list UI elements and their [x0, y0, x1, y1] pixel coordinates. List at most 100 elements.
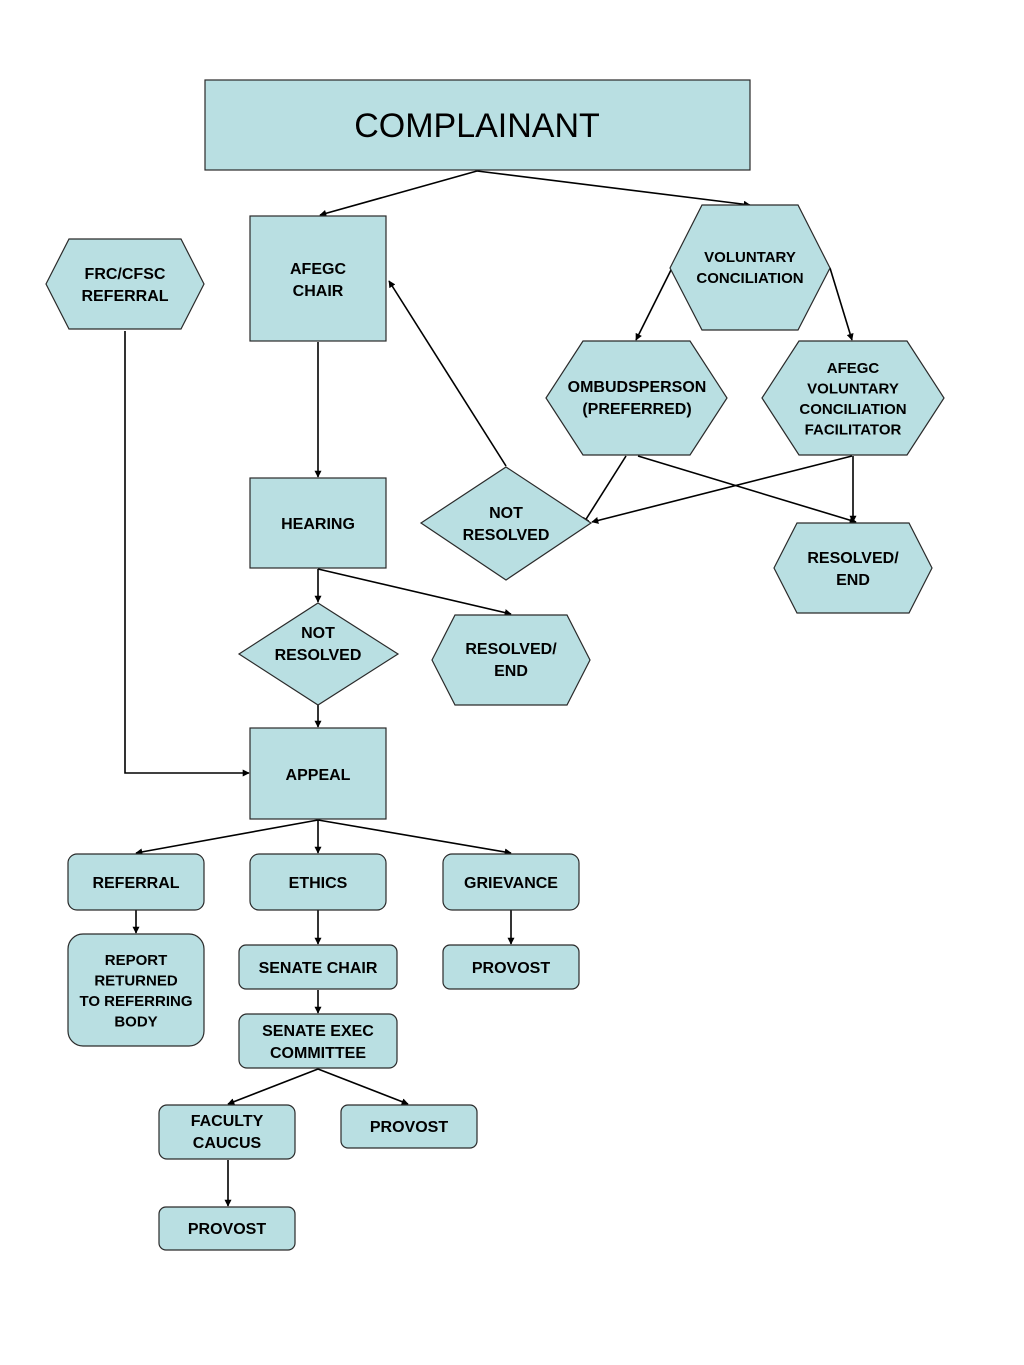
node-complainant-label: COMPLAINANT: [354, 107, 600, 145]
node-label-line: APPEAL: [286, 767, 351, 784]
node-label-line: FACULTY: [191, 1113, 264, 1130]
node-senate-chair-label: SENATE CHAIR: [259, 960, 378, 977]
node-referral-shape: [67, 853, 205, 911]
node-afegc-chair-shape: [249, 215, 387, 342]
node-label-line: CONCILIATION: [799, 401, 906, 418]
edge-appeal-to-grievance: [317, 819, 512, 856]
node-label-line: ETHICS: [289, 875, 348, 892]
node-label-line: END: [836, 572, 870, 589]
node-ombudsperson-label: OMBUDSPERSON (PREFERRED): [568, 379, 707, 418]
node-label-line: PROVOST: [188, 1221, 266, 1238]
node-referral: REFERRAL: [67, 853, 205, 911]
node-label-line: VOLUNTARY: [704, 249, 796, 266]
node-label-line: VOLUNTARY: [807, 381, 899, 398]
node-ombudsperson: OMBUDSPERSON (PREFERRED): [545, 340, 728, 456]
node-ethics-label: ETHICS: [289, 875, 348, 892]
node-ombudsperson-shape: [545, 340, 728, 456]
node-label-line: BODY: [114, 1014, 157, 1031]
node-provost-senate-label: PROVOST: [370, 1119, 448, 1136]
node-hearing-label: HEARING: [281, 516, 355, 533]
node-grievance: GRIEVANCE: [442, 853, 580, 911]
node-resolved-end-hearing: RESOLVED/END: [431, 614, 591, 706]
node-not-resolved-hearing-shape: [237, 602, 400, 706]
node-grievance-shape: [442, 853, 580, 911]
edge-hearing-to-resolved-end: [317, 568, 512, 616]
edge-not-resolved-to-afegc-chair: [388, 280, 507, 467]
edge-appeal-to-referral: [135, 819, 319, 856]
edge-ombudsperson-to-not-resolved: [582, 455, 627, 525]
node-afegc-facilitator-shape: [761, 340, 945, 456]
node-resolved-end-conciliation-label: RESOLVED/END: [807, 550, 899, 589]
node-label-line: AFEGC: [290, 261, 346, 278]
node-provost-senate-shape: [340, 1104, 478, 1149]
node-label-line: NOT: [489, 505, 523, 522]
node-label-line: SENATE CHAIR: [259, 960, 378, 977]
node-faculty-caucus-label: FACULTY CAUCUS: [191, 1113, 264, 1152]
node-ethics: ETHICS: [249, 853, 387, 911]
node-label-line: COMMITTEE: [270, 1045, 366, 1062]
node-label-line: CAUCUS: [193, 1135, 262, 1152]
node-senate-exec-committee-shape: [238, 1013, 398, 1069]
node-referral-label: REFERRAL: [92, 875, 179, 892]
node-faculty-caucus: FACULTY CAUCUS: [158, 1104, 296, 1160]
node-label-line: (PREFERRED): [582, 401, 691, 418]
node-provost-grievance-label: PROVOST: [472, 960, 550, 977]
node-label-line: REPORT: [105, 952, 168, 969]
node-appeal-label: APPEAL: [286, 767, 351, 784]
node-grievance-label: GRIEVANCE: [464, 875, 558, 892]
node-label-line: FRC/CFSC: [85, 266, 166, 283]
node-label-line: HEARING: [281, 516, 355, 533]
node-label-line: RESOLVED: [275, 647, 362, 664]
node-provost-grievance-shape: [442, 944, 580, 990]
node-senate-chair: SENATE CHAIR: [238, 944, 398, 990]
node-label-line: OMBUDSPERSON: [568, 379, 707, 396]
node-not-resolved-conciliation-label: NOT RESOLVED: [463, 505, 550, 544]
node-appeal-shape: [249, 727, 387, 820]
node-resolved-end-hearing-shape: [431, 614, 591, 706]
node-resolved-end-hearing-label: RESOLVED/END: [465, 641, 557, 680]
node-provost-caucus-shape: [158, 1206, 296, 1251]
node-label-line: REFERRAL: [92, 875, 179, 892]
edge-complainant-to-voluntary-conciliation: [476, 170, 751, 208]
node-label-line: END: [494, 663, 528, 680]
node-hearing-shape: [249, 477, 387, 569]
node-complainant-shape: [204, 79, 751, 171]
node-complainant: COMPLAINANT: [204, 79, 751, 171]
node-ethics-shape: [249, 853, 387, 911]
node-label-line: NOT: [301, 625, 335, 642]
node-resolved-end-conciliation: RESOLVED/END: [773, 522, 933, 614]
node-faculty-caucus-shape: [158, 1104, 296, 1160]
edge-facilitator-to-not-resolved: [591, 455, 853, 524]
node-label-line: REFERRAL: [81, 288, 168, 305]
node-frc-cfsc-referral-shape: [45, 238, 205, 330]
node-label-line: TO REFERRING: [79, 993, 192, 1010]
node-appeal: APPEAL: [249, 727, 387, 820]
node-frc-cfsc-referral: FRC/CFSC REFERRAL: [45, 238, 205, 330]
node-label-line: RESOLVED: [463, 527, 550, 544]
node-not-resolved-hearing: NOT RESOLVED: [237, 602, 400, 706]
node-label-line: CHAIR: [293, 283, 344, 300]
node-provost-senate: PROVOST: [340, 1104, 478, 1149]
node-label-line: AFEGC: [827, 360, 880, 377]
node-label-line: RESOLVED/: [807, 550, 899, 567]
node-not-resolved-conciliation-shape: [419, 466, 593, 581]
edge-exec-committee-to-provost: [317, 1068, 409, 1105]
node-not-resolved-conciliation: NOT RESOLVED: [419, 466, 593, 581]
node-label-line: RETURNED: [94, 973, 178, 990]
node-afegc-chair-label: AFEGC CHAIR: [290, 261, 346, 300]
edge-voluntary-to-ombudsperson: [635, 267, 673, 341]
node-label-line: PROVOST: [370, 1119, 448, 1136]
connectors: [124, 170, 857, 1207]
edge-exec-committee-to-faculty-caucus: [227, 1068, 319, 1105]
node-voluntary-conciliation-shape: [669, 204, 831, 331]
edge-ombudsperson-to-resolved-end: [637, 455, 857, 524]
node-frc-cfsc-referral-label: FRC/CFSC REFERRAL: [81, 266, 168, 305]
node-label-line: COMPLAINANT: [354, 107, 600, 145]
